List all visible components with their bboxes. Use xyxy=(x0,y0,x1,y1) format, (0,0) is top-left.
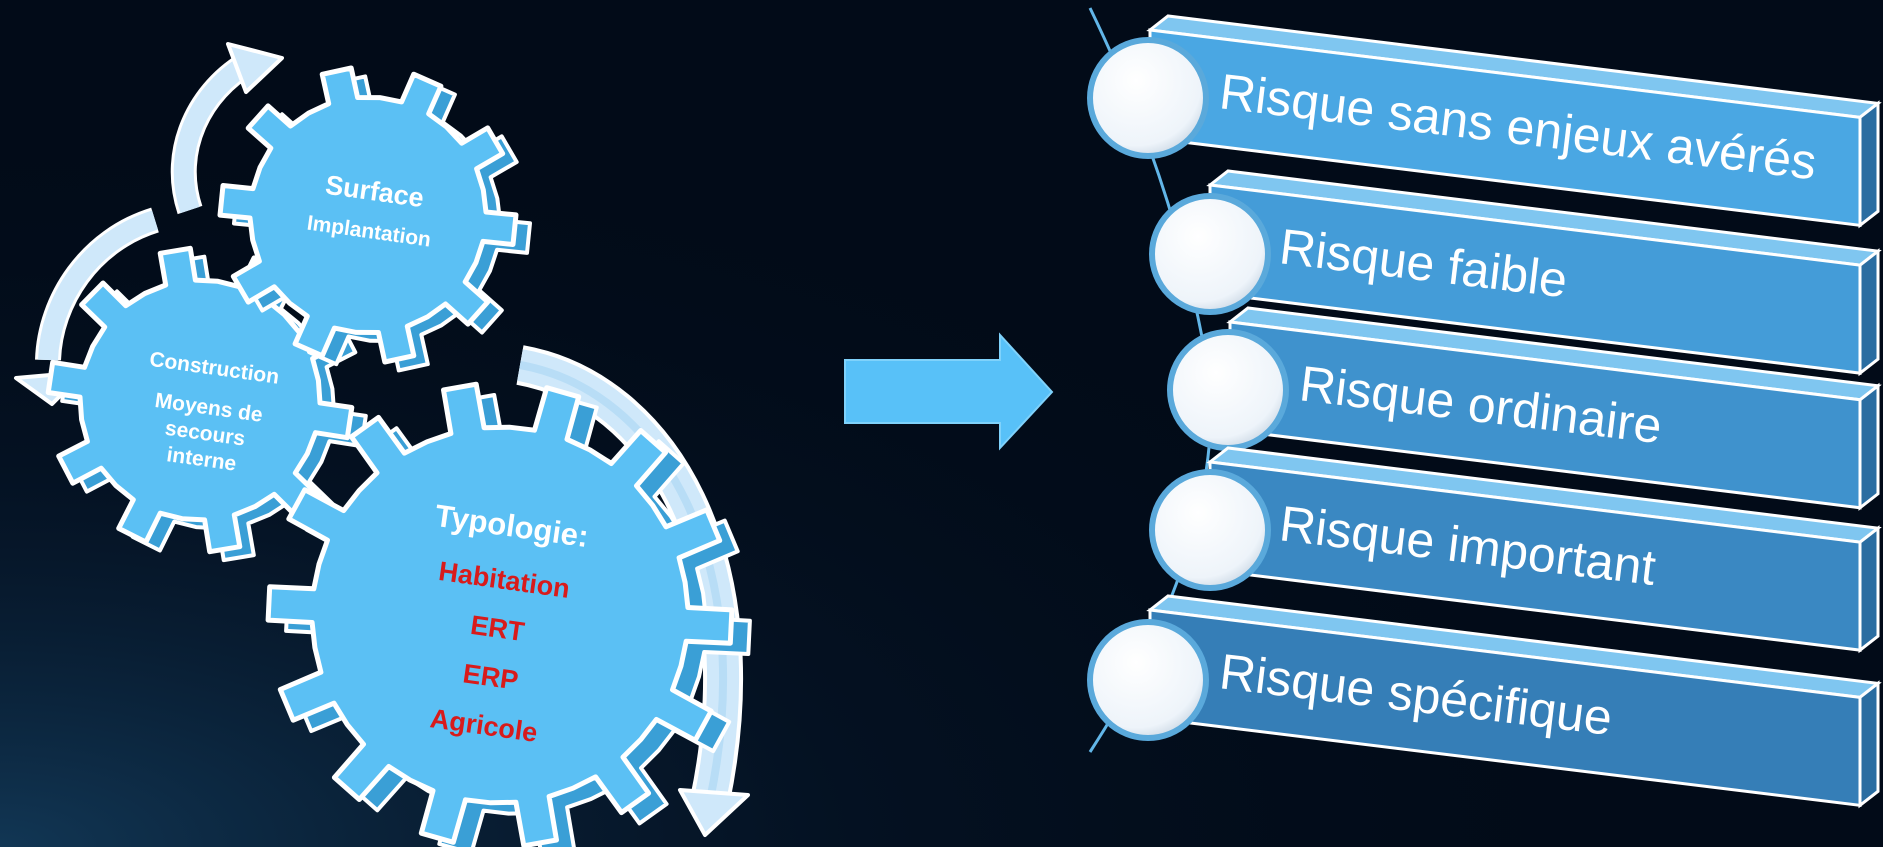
risk-level-item: Risque faible xyxy=(1149,169,1882,377)
risk-bar-end xyxy=(1858,382,1880,511)
gear-surface xyxy=(217,65,532,373)
risk-bar-end xyxy=(1858,100,1880,229)
gear-typologie-face xyxy=(265,381,735,847)
risk-bullet-circle xyxy=(1167,329,1289,451)
cycle-arrow-right xyxy=(516,345,750,837)
risk-level-item: Risque sans enjeux avérés xyxy=(1087,14,1882,229)
risk-bar-end xyxy=(1858,680,1880,809)
risk-bullet-circle xyxy=(1087,37,1209,159)
right-arrow-icon xyxy=(844,332,1054,451)
risk-level-item: Risque ordinaire xyxy=(1167,306,1882,511)
risk-level-item: Risque important xyxy=(1149,446,1882,654)
gear-typologie xyxy=(265,381,752,847)
risk-bullet-circle xyxy=(1087,619,1209,741)
risk-bullet-circle xyxy=(1149,469,1271,591)
risk-level-item: Risque spécifique xyxy=(1087,594,1882,809)
gear-surface-face xyxy=(217,65,519,365)
cycle-arrow-top xyxy=(170,42,284,215)
risk-bullet-circle xyxy=(1149,193,1271,315)
risk-bar-end xyxy=(1858,525,1880,654)
risk-bar-end xyxy=(1858,248,1880,377)
